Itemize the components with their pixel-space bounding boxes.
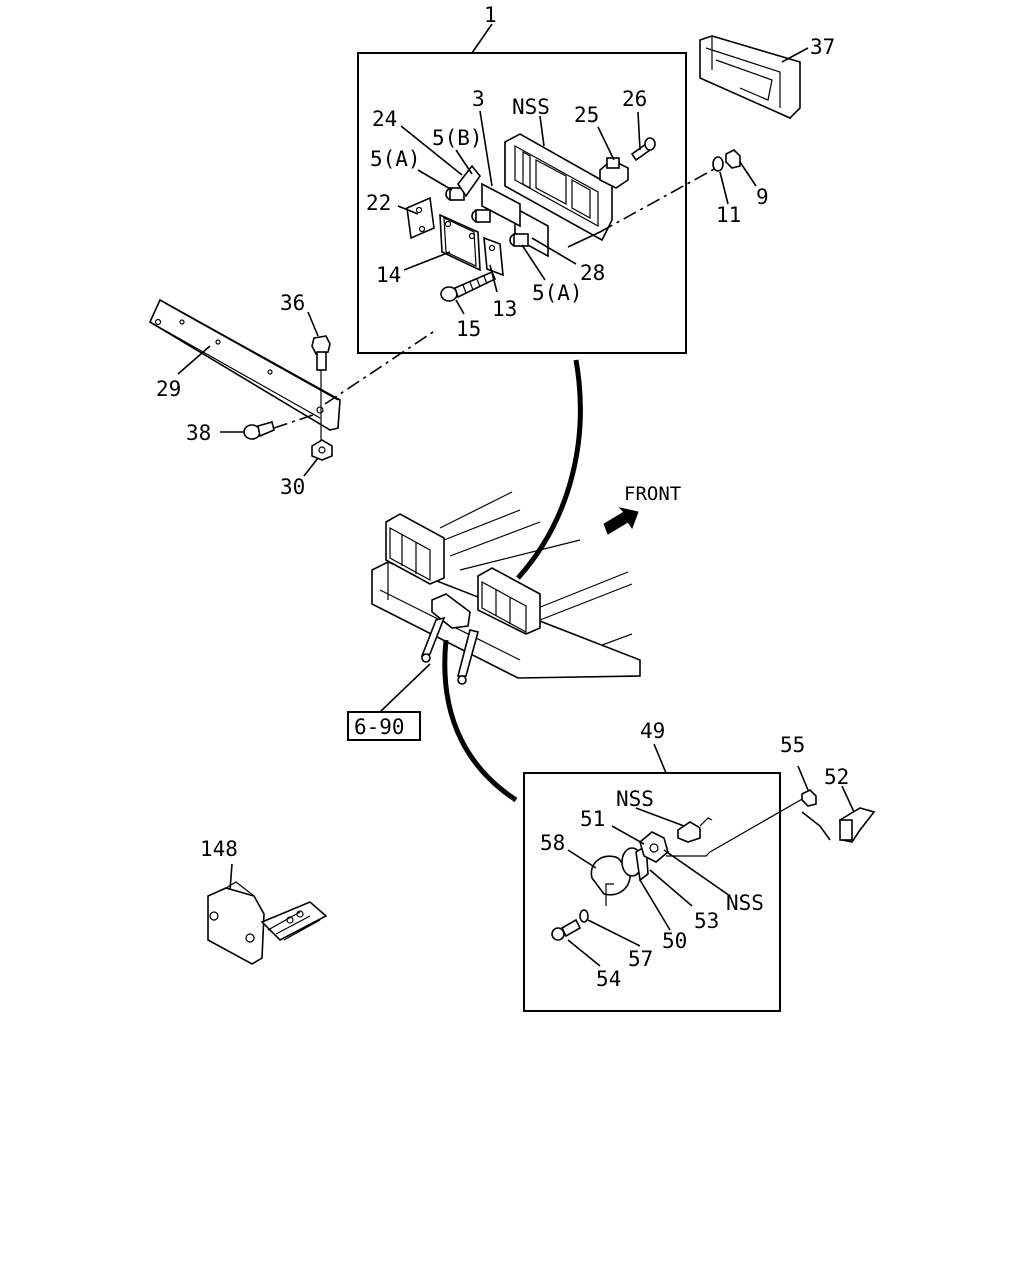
label-148: 148 — [200, 837, 238, 861]
label-49: 49 — [640, 719, 665, 743]
label-25: 25 — [574, 103, 599, 127]
front-arrow — [603, 507, 639, 535]
plate-22 — [406, 196, 435, 240]
gasket-part — [514, 206, 549, 258]
connector-52 — [839, 785, 876, 843]
callout-labels: 1 37 24 3 NSS 25 26 5(B) 5(A) 22 14 13 1… — [156, 3, 849, 991]
label-front: FRONT — [624, 483, 681, 505]
label-37: 37 — [810, 35, 835, 59]
nut-9 — [725, 149, 757, 187]
screw-54 — [551, 918, 582, 941]
label-50: 50 — [662, 929, 687, 953]
lamp-cover-37 — [699, 35, 809, 119]
label-58: 58 — [540, 831, 565, 855]
label-nss-top: NSS — [512, 95, 550, 119]
label-5a-left: 5(A) — [370, 147, 421, 171]
label-11: 11 — [716, 203, 741, 227]
label-28: 28 — [580, 261, 605, 285]
cover-14 — [439, 213, 481, 272]
plate-13 — [483, 236, 504, 277]
label-5b: 5(B) — [432, 126, 483, 150]
clip-25 — [599, 157, 629, 189]
label-13: 13 — [492, 297, 517, 321]
label-26: 26 — [622, 87, 647, 111]
screw-15 — [440, 270, 497, 302]
label-51: 51 — [580, 807, 605, 831]
label-ref-6-90: 6-90 — [354, 715, 405, 739]
reference-box — [347, 711, 421, 741]
bulb-58 — [590, 847, 643, 896]
label-nss-mid: NSS — [616, 787, 654, 811]
label-29: 29 — [156, 377, 181, 401]
label-1: 1 — [484, 3, 497, 27]
bolt-36 — [307, 311, 331, 440]
label-5a-bottom: 5(A) — [532, 281, 583, 305]
detail-curve-top — [516, 359, 583, 580]
connector-nss — [677, 817, 713, 843]
washer-57 — [579, 909, 589, 923]
label-15: 15 — [456, 317, 481, 341]
label-9: 9 — [756, 185, 769, 209]
vehicle-sketch — [371, 491, 641, 713]
bracket-29 — [148, 298, 437, 431]
label-53: 53 — [694, 909, 719, 933]
label-57: 57 — [628, 947, 653, 971]
bracket-148 — [207, 863, 328, 965]
lower-lamp-group — [523, 743, 831, 1012]
label-52: 52 — [824, 765, 849, 789]
nut-55 — [797, 765, 817, 807]
label-24: 24 — [372, 107, 397, 131]
label-14: 14 — [376, 263, 401, 287]
label-22: 22 — [366, 191, 391, 215]
washer-11 — [712, 156, 729, 205]
lamp-assembly-group — [357, 23, 717, 354]
label-30: 30 — [280, 475, 305, 499]
detail-curve-bottom — [442, 639, 518, 803]
label-36: 36 — [280, 291, 305, 315]
lamp-assembly-box — [357, 52, 687, 354]
lamp-housing — [504, 133, 613, 242]
label-54: 54 — [596, 967, 621, 991]
label-55: 55 — [780, 733, 805, 757]
bulb-parts — [445, 187, 529, 247]
label-3: 3 — [472, 87, 485, 111]
bolt-38 — [220, 413, 317, 440]
screw-26 — [630, 137, 656, 162]
label-nss-right: NSS — [726, 891, 764, 915]
label-38: 38 — [186, 421, 211, 445]
nut-30 — [303, 439, 333, 477]
lower-lamp-box — [523, 772, 781, 1012]
